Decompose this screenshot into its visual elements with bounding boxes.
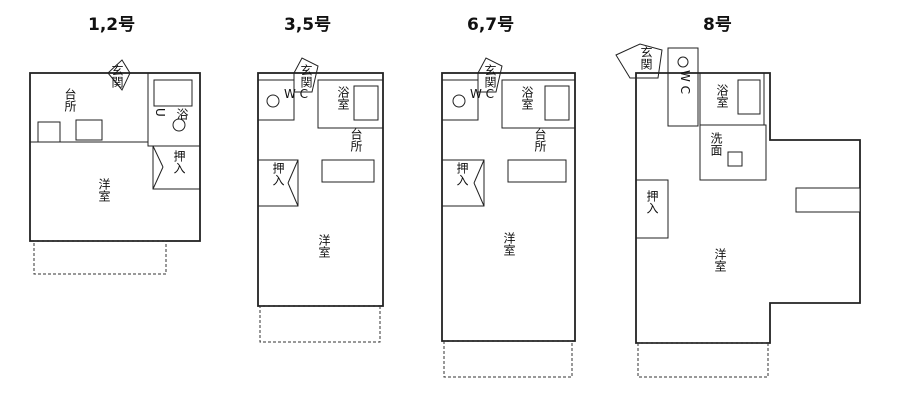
floor-plan-3-5: W C 玄関 浴室 台所 押入 洋室 (257, 57, 384, 343)
plan-2-balcony (259, 305, 381, 343)
plan-1-entrance-label: 玄関 (110, 63, 124, 88)
plan-1-stove (37, 121, 61, 143)
plan-3-outer-wall (441, 72, 576, 342)
plan-title-1-2: 1,2号 (88, 15, 136, 35)
plan-2-wc-area (257, 79, 295, 121)
plan-3-wc-area (441, 79, 479, 121)
plan-3-western-room-label: 洋室 (502, 231, 516, 256)
plan-1-closet-label: 押入 (172, 150, 186, 174)
plan-1-balcony (33, 240, 167, 275)
plan-4-washroom-label: 洗面 (709, 132, 723, 156)
floor-plan-8: 玄関 W C 浴室 洗面 押入 洋室 (615, 43, 861, 378)
plan-4-kitchen-counter (795, 187, 861, 213)
plan-1-bathtub (153, 79, 193, 107)
plan-1-toilet (172, 118, 186, 132)
plan-2-western-room-label: 洋室 (317, 233, 331, 258)
plan-2-toilet (266, 94, 280, 108)
plan-4-wc-area (667, 47, 699, 127)
floor-plan-1-2: 玄関 台所 押入 浴 U 洋室 (29, 59, 201, 275)
plan-1-western-room-label: 洋室 (97, 177, 111, 202)
plan-2-bath-label: 浴室 (336, 86, 350, 110)
plan-4-wash-basin (727, 151, 743, 167)
plan-3-entrance-label: 玄関 (483, 63, 497, 88)
plan-2-entrance-door (293, 57, 319, 93)
plan-2-wc-label: W C (284, 87, 308, 101)
plan-1-sink (75, 119, 103, 141)
plan-title-3-5: 3,5号 (284, 15, 332, 35)
plan-title-8: 8号 (703, 15, 732, 35)
plan-4-entrance-door (615, 43, 663, 79)
plan-4-bathtub (737, 79, 761, 115)
floor-plan-6-7: W C 玄関 浴室 台所 押入 洋室 (441, 57, 576, 378)
plan-4-bath-label: 浴室 (715, 84, 729, 108)
plan-4-wc-label: W C (678, 70, 692, 94)
plan-1-kitchen-label: 台所 (63, 87, 77, 112)
plan-4-closet-label: 押入 (645, 190, 659, 214)
plan-3-bathtub (544, 85, 570, 121)
plan-3-balcony (443, 340, 573, 378)
plan-2-closet-label: 押入 (271, 162, 285, 186)
plan-4-washroom-area (699, 124, 767, 181)
plan-2-kitchen-counter (321, 159, 375, 183)
plan-1-entrance-door (107, 59, 131, 91)
plan-3-closet-area (441, 159, 485, 207)
plan-3-closet-label: 押入 (455, 162, 469, 186)
plan-4-balcony (637, 342, 769, 378)
plan-1-utility-label: U (153, 108, 167, 117)
plan-4-entrance-label: 玄関 (639, 45, 653, 70)
plan-4-toilet (677, 56, 689, 68)
plan-4-western-room-label: 洋室 (713, 247, 727, 272)
plan-3-bath-label: 浴室 (520, 86, 534, 110)
plan-2-bathtub (353, 85, 379, 121)
plan-4-closet-area (635, 179, 669, 239)
plan-1-bath-label: 浴 (175, 108, 189, 121)
plan-3-toilet (452, 94, 466, 108)
plan-3-bath-area (501, 79, 576, 129)
plan-2-closet-area (257, 159, 299, 207)
plan-title-6-7: 6,7号 (467, 15, 515, 35)
plan-3-wc-label: W C (470, 87, 494, 101)
plan-3-kitchen-counter (507, 159, 567, 183)
plan-3-kitchen-label: 台所 (533, 127, 547, 152)
plan-3-entrance-door (477, 57, 503, 93)
plan-1-closet-area (152, 145, 201, 190)
plan-2-kitchen-label: 台所 (349, 127, 363, 152)
plan-2-entrance-label: 玄関 (299, 63, 313, 88)
plan-2-bath-area (317, 79, 384, 129)
